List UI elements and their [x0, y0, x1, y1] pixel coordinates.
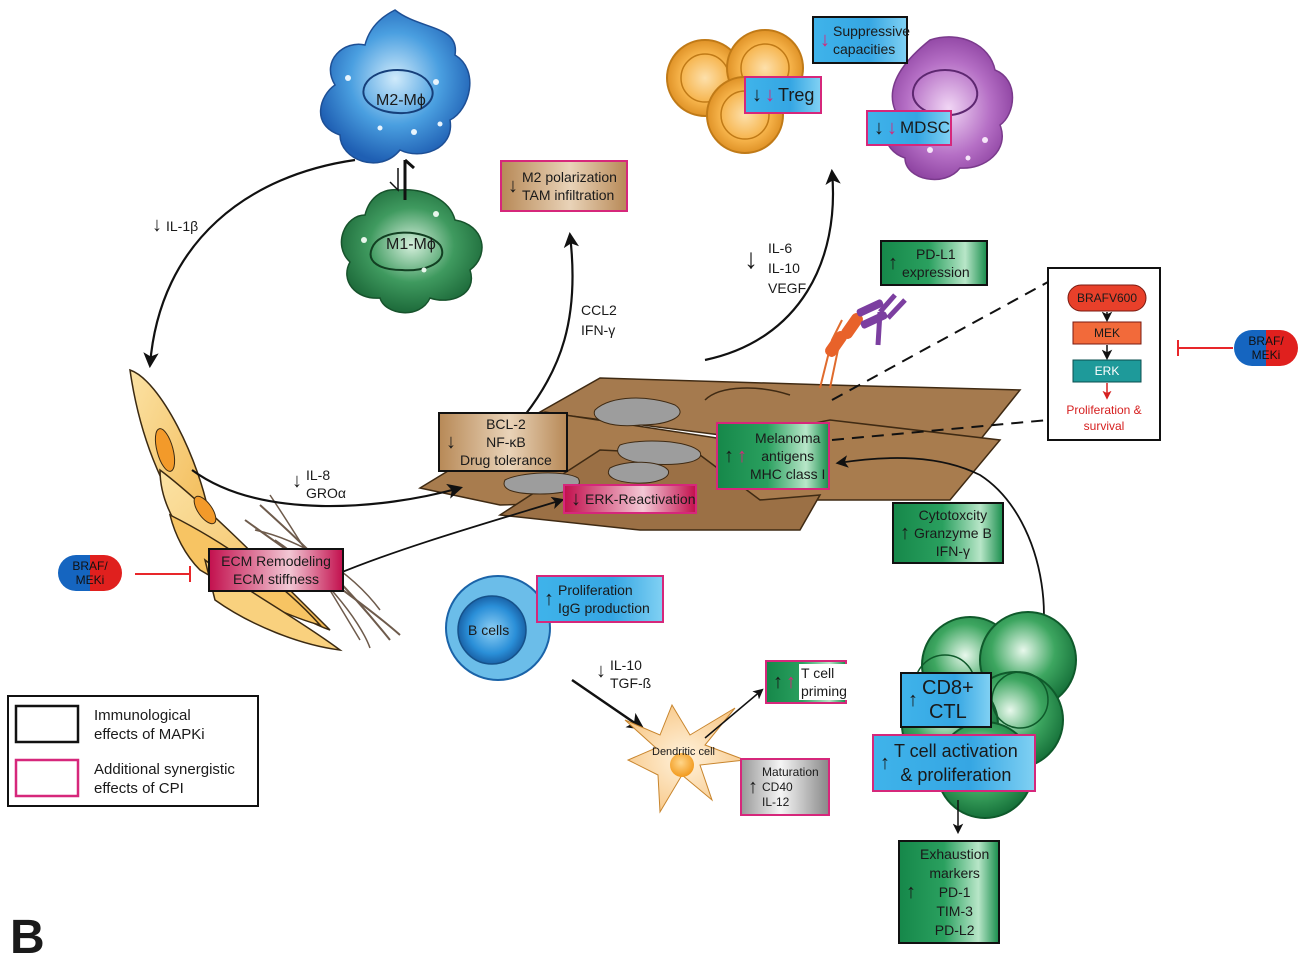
erk-reactivation-box: ↓ERK-Reactivation	[563, 484, 697, 514]
mek-label: MEK	[1093, 326, 1120, 340]
panel-letter: B	[10, 911, 45, 964]
m1-label: M1-Mϕ	[386, 236, 436, 253]
m1-nucleus	[369, 231, 444, 272]
m2-macrophage-shape	[319, 9, 471, 164]
dendritic-label: Dendritic cell	[652, 746, 715, 758]
m1-macrophage-shape	[340, 188, 483, 314]
erk-label: ERK	[1094, 364, 1120, 378]
braf-meki-pill-right: BRAF/MEKi	[1234, 330, 1298, 366]
pathway-outcome-label: Proliferation &survival	[1066, 403, 1142, 433]
tumor-nucleus-2	[617, 440, 702, 465]
m2-label: M2-Mϕ	[376, 92, 426, 109]
braf-label: BRAFV600	[1076, 291, 1138, 305]
braf-meki-pill-left: BRAF/MEKi	[58, 555, 122, 591]
braf-node	[1067, 284, 1147, 312]
treg-box: ↓↓Treg	[744, 76, 822, 114]
legend-pink-swatch	[14, 758, 80, 798]
legend-black-swatch	[14, 704, 80, 744]
m2-nucleus	[362, 69, 434, 115]
tcell-activation-box: ↑T cell activation& proliferation	[872, 734, 1036, 792]
bcells-label: B cells	[468, 622, 510, 638]
mdsc-box: ↓↓MDSC	[866, 110, 952, 146]
tumor-nucleus-1	[593, 397, 681, 427]
cd8-box: ↑CD8+CTL	[900, 672, 992, 728]
tumor-nucleus-4	[608, 461, 670, 484]
il1b-label: ↓IL-1β	[152, 214, 199, 236]
